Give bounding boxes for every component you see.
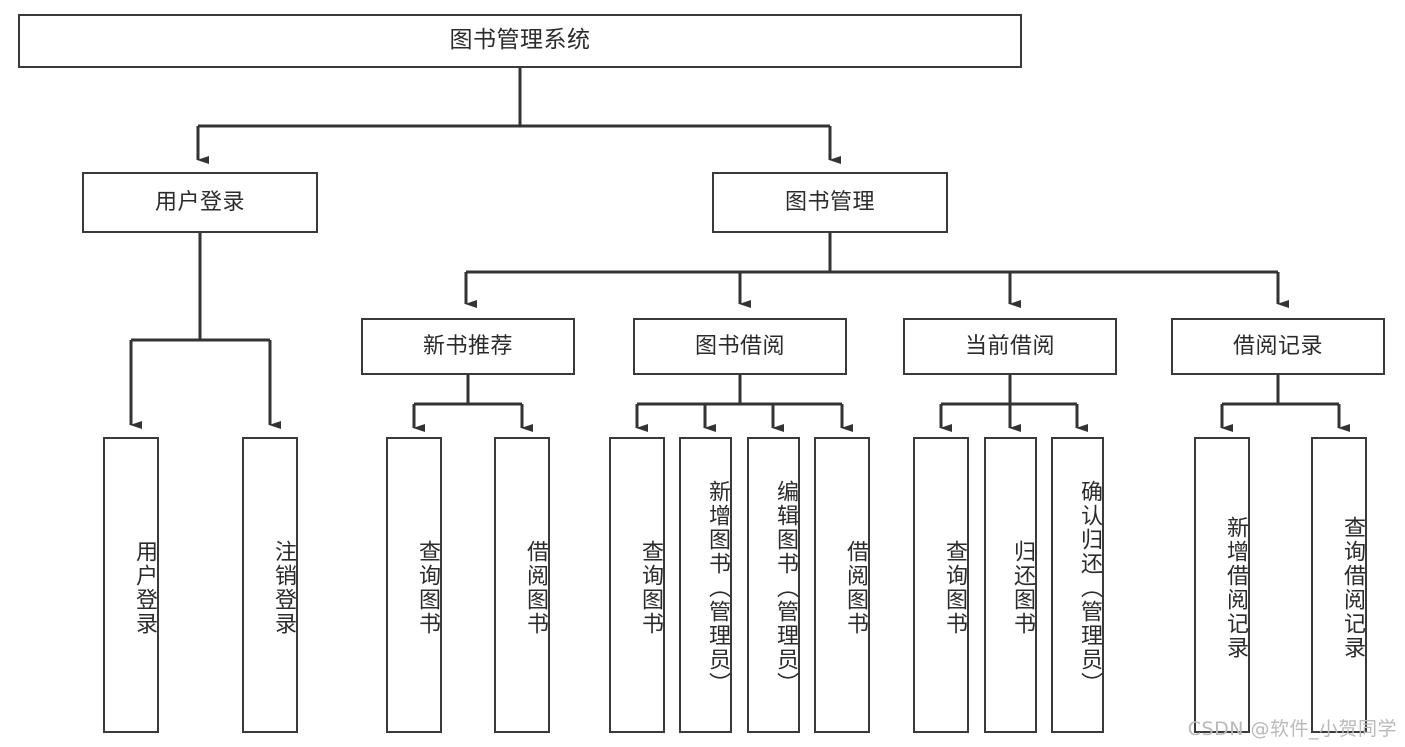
node-label: 确认归还（管理员） xyxy=(1077,480,1102,696)
node-new-book-recommend[interactable]: 新书推荐 xyxy=(361,318,575,375)
node-user-login[interactable]: 用户登录 xyxy=(82,172,318,233)
node-label: 编辑图书（管理员） xyxy=(773,480,798,696)
leaf-record-add-record[interactable]: 新增借阅记录 xyxy=(1194,437,1250,733)
node-label: 图书借阅 xyxy=(694,333,785,359)
node-label: 查询图书 xyxy=(942,540,967,636)
watermark-text: CSDN @软件_小贺同学 xyxy=(1187,718,1397,740)
node-label: 借阅图书 xyxy=(843,540,868,636)
leaf-recommend-borrow-book[interactable]: 借阅图书 xyxy=(494,437,550,733)
node-label: 新增借阅记录 xyxy=(1223,516,1248,660)
leaf-record-query-record[interactable]: 查询借阅记录 xyxy=(1311,437,1367,733)
node-current-borrow[interactable]: 当前借阅 xyxy=(903,318,1117,375)
leaf-current-confirm-return[interactable]: 确认归还（管理员） xyxy=(1051,437,1104,733)
node-label: 新增图书（管理员） xyxy=(705,480,730,696)
node-label: 当前借阅 xyxy=(964,333,1055,359)
node-label: 借阅图书 xyxy=(523,540,548,636)
node-label: 用户登录 xyxy=(132,540,157,636)
leaf-borrow-add-book[interactable]: 新增图书（管理员） xyxy=(679,437,732,733)
node-borrow-record[interactable]: 借阅记录 xyxy=(1171,318,1385,375)
leaf-current-query-book[interactable]: 查询图书 xyxy=(913,437,969,733)
node-label: 注销登录 xyxy=(271,540,296,636)
leaf-recommend-query-book[interactable]: 查询图书 xyxy=(386,437,442,733)
node-root-system[interactable]: 图书管理系统 xyxy=(18,14,1022,68)
node-label: 查询图书 xyxy=(415,540,440,636)
node-book-management[interactable]: 图书管理 xyxy=(712,172,948,233)
node-label: 借阅记录 xyxy=(1232,333,1323,359)
node-label: 归还图书 xyxy=(1010,540,1035,636)
node-label: 图书管理 xyxy=(784,189,875,215)
leaf-user-login-signin[interactable]: 用户登录 xyxy=(103,437,159,733)
node-label: 新书推荐 xyxy=(422,333,513,359)
node-book-borrow[interactable]: 图书借阅 xyxy=(633,318,847,375)
node-label: 查询图书 xyxy=(638,540,663,636)
node-label: 图书管理系统 xyxy=(449,27,591,54)
node-label: 用户登录 xyxy=(154,189,245,215)
leaf-user-login-signout[interactable]: 注销登录 xyxy=(242,437,298,733)
leaf-borrow-edit-book[interactable]: 编辑图书（管理员） xyxy=(747,437,800,733)
leaf-borrow-query-book[interactable]: 查询图书 xyxy=(609,437,665,733)
leaf-current-return-book[interactable]: 归还图书 xyxy=(984,437,1037,733)
leaf-borrow-borrow-book[interactable]: 借阅图书 xyxy=(814,437,870,733)
node-label: 查询借阅记录 xyxy=(1340,516,1365,660)
